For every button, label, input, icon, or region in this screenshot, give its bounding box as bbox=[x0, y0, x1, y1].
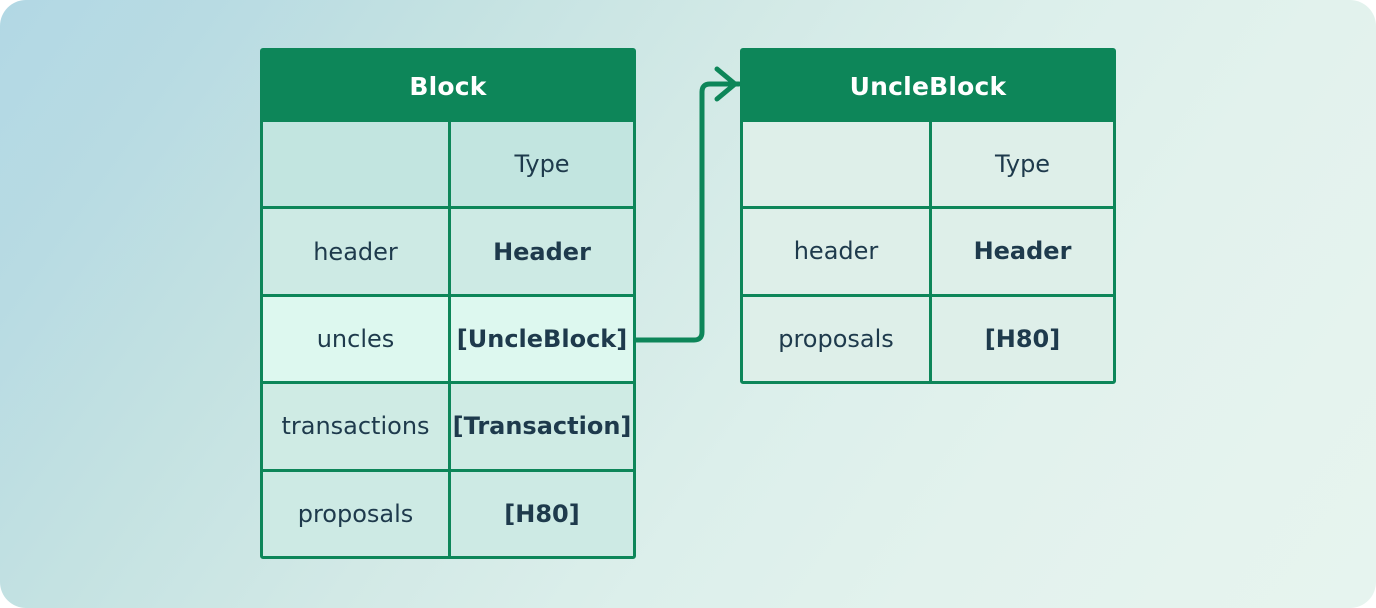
arrowhead-icon bbox=[714, 66, 738, 102]
row-name-cell bbox=[263, 122, 451, 207]
row-name-cell: header bbox=[263, 209, 451, 294]
row-type-cell: [UncleBlock] bbox=[451, 296, 633, 382]
row-type-cell: [Transaction] bbox=[451, 384, 633, 469]
table-row-highlighted[interactable]: uncles [UncleBlock] bbox=[263, 293, 633, 382]
class-title-block: Block bbox=[263, 51, 633, 122]
row-name-cell bbox=[743, 122, 932, 207]
association-line-uncles-to-uncleblock bbox=[633, 81, 742, 343]
class-title-uncleblock: UncleBlock bbox=[743, 51, 1113, 122]
class-rows-uncleblock: Type header Header proposals [H80] bbox=[743, 122, 1113, 381]
row-type-cell: Header bbox=[451, 209, 633, 294]
table-row[interactable]: Type bbox=[263, 122, 633, 207]
row-name-cell: uncles bbox=[263, 296, 451, 382]
row-name-cell: header bbox=[743, 209, 932, 294]
table-row[interactable]: header Header bbox=[263, 206, 633, 294]
table-row[interactable]: Type bbox=[743, 122, 1113, 207]
column-header-type: Type bbox=[451, 122, 633, 207]
row-name-cell: proposals bbox=[743, 296, 932, 381]
row-type-cell: [H80] bbox=[932, 296, 1113, 381]
table-row[interactable]: header Header bbox=[743, 206, 1113, 294]
column-header-type: Type bbox=[932, 122, 1113, 207]
table-row[interactable]: proposals [H80] bbox=[743, 293, 1113, 381]
row-type-cell: [H80] bbox=[451, 471, 633, 556]
class-rows-block: Type header Header uncles [UncleBlock] t… bbox=[263, 122, 633, 556]
row-name-cell: transactions bbox=[263, 384, 451, 469]
table-row[interactable]: proposals [H80] bbox=[263, 468, 633, 556]
row-type-cell: Header bbox=[932, 209, 1113, 294]
class-box-block[interactable]: Block Type header Header uncles [UncleBl… bbox=[260, 48, 636, 559]
class-box-uncleblock[interactable]: UncleBlock Type header Header proposals … bbox=[740, 48, 1116, 384]
table-row[interactable]: transactions [Transaction] bbox=[263, 381, 633, 469]
row-name-cell: proposals bbox=[263, 471, 451, 556]
